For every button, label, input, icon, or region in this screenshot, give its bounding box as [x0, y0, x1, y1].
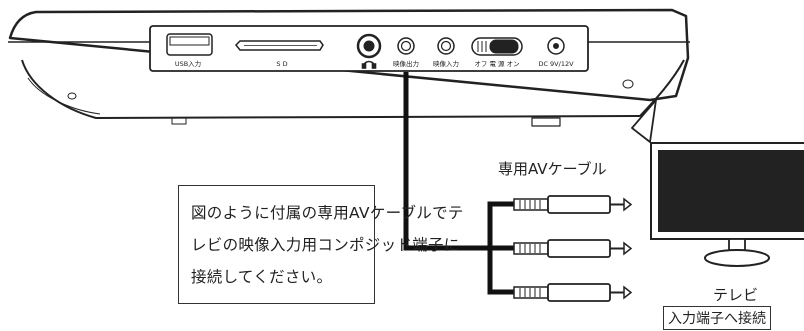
video-out-label: 映像出力 [393, 59, 419, 68]
instruction-box: 図のように付属の専用AVケーブルでテ レビの映像入力用コンポジッド端子に 接続し… [178, 185, 464, 304]
video-in-label: 映像入力 [433, 59, 459, 68]
headphone-icon [361, 60, 377, 69]
dc-jack-label: DC 9V/12V [538, 60, 574, 68]
instruction-line: レビの映像入力用コンポジッド端子に [191, 236, 460, 254]
dc-jack [547, 37, 565, 55]
sd-slot [234, 40, 324, 51]
rca-plug [513, 195, 633, 214]
tv-input-note: 入力端子へ接続 [663, 306, 771, 330]
usb-port-label: USB入力 [175, 59, 201, 68]
cable-title: 専用AVケーブル [498, 160, 607, 178]
rca-plug [513, 283, 633, 302]
power-switch-label: オフ 電 源 オン [474, 59, 519, 68]
instruction-line: 接続してください。 [191, 268, 333, 286]
av-cable-wire [403, 72, 514, 295]
tv-label: テレビ [713, 286, 759, 304]
video-out-jack [397, 37, 415, 55]
television [650, 142, 804, 267]
power-switch [471, 37, 523, 56]
instruction-line: 図のように付属の専用AVケーブルでテ [191, 204, 464, 222]
usb-port [166, 33, 213, 56]
sd-slot-label: S D [276, 60, 287, 68]
rca-plug [513, 239, 633, 258]
video-in-jack [437, 37, 455, 55]
headphone-jack [356, 33, 382, 59]
